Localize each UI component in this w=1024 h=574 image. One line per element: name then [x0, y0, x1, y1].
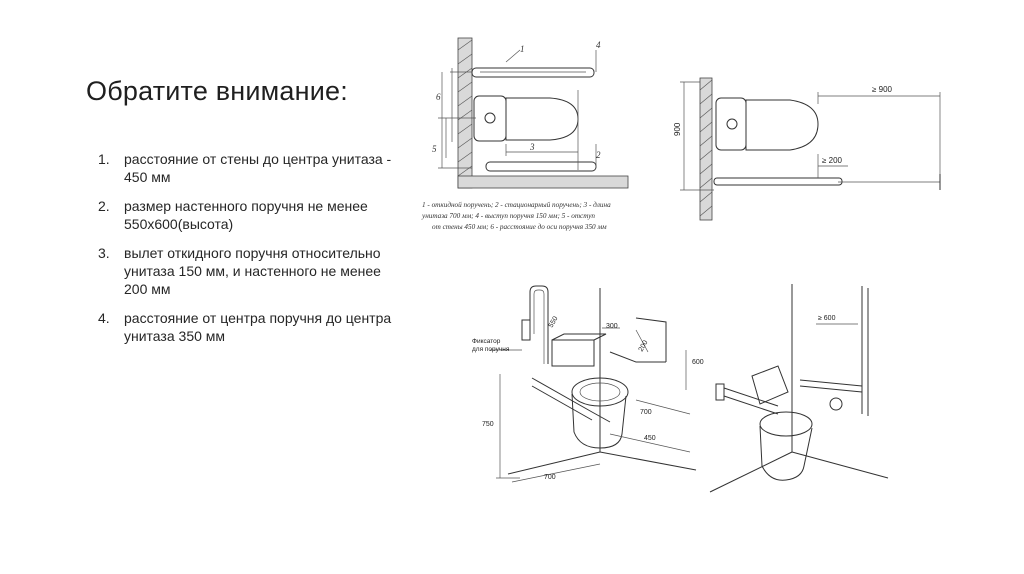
item-number: 1. — [98, 151, 110, 167]
list-item: 1. расстояние от стены до центра унитаза … — [98, 150, 398, 186]
toilet-bowl — [745, 99, 819, 151]
isometric-diagram-right: ≥ 600 — [709, 284, 889, 493]
dim-200: 200 — [638, 339, 650, 353]
label-1: 1 — [520, 44, 525, 54]
item-number: 2. — [98, 198, 110, 214]
label-6: 6 — [436, 92, 441, 102]
label-3: 3 — [529, 142, 535, 152]
item-text: вылет откидного поручня относительно уни… — [124, 245, 381, 297]
plan-diagram: 1 2 3 4 5 6 1 - откидной поручень; 2 - с… — [421, 37, 629, 231]
dim-300: 300 — [606, 323, 618, 330]
paper-holder — [829, 397, 843, 411]
list-item: 3. вылет откидного поручня относительно у… — [98, 244, 398, 298]
isometric-diagram-left: Фиксатор для поручня 550 300 200 600 700… — [472, 285, 704, 483]
requirements-list: 1. расстояние от стены до центра унитаза … — [98, 150, 398, 356]
item-text: расстояние от центра поручня до центра у… — [124, 310, 392, 344]
label-5: 5 — [432, 144, 437, 154]
toilet-tank — [715, 97, 747, 151]
label-2: 2 — [596, 150, 601, 160]
stationary-rail — [485, 161, 597, 172]
wall-hatch — [699, 79, 713, 217]
item-number: 4. — [98, 310, 110, 326]
item-text: размер настенного поручня не менее 550х6… — [124, 198, 368, 232]
toilet-seat — [571, 377, 629, 407]
fold-rail — [531, 377, 611, 423]
wall-rail — [635, 317, 667, 362]
fold-down-rail — [471, 67, 595, 78]
item-text: расстояние от стены до центра унитаза - … — [124, 151, 392, 185]
fixer-label-2: для поручня — [472, 346, 510, 353]
dim-750: 750 — [482, 421, 494, 428]
dim-550: 550 — [548, 315, 560, 329]
label-4: 4 — [596, 40, 601, 50]
dim-700-bottom: 700 — [544, 474, 556, 481]
dim-200: ≥ 200 — [822, 156, 843, 165]
slide-title: Обратите внимание: — [86, 76, 348, 106]
item-number: 3. — [98, 245, 110, 261]
side-view-diagram: 900 ≥ 900 ≥ 200 — [673, 77, 941, 221]
toilet-tank — [751, 365, 789, 405]
dim-700-side: 700 — [640, 409, 652, 416]
dim-600: 600 — [692, 359, 704, 366]
list-item: 2. размер настенного поручня не менее 550… — [98, 197, 398, 233]
list-item: 4. расстояние от центра поручня до центра… — [98, 309, 398, 345]
caption-line-1: 1 - откидной поручень; 2 - стационарный … — [422, 201, 611, 209]
caption-line-2: унитаза 700 мм; 4 - выступ поручня 150 м… — [421, 212, 595, 220]
toilet-seat — [759, 411, 813, 437]
dim-900-vertical: 900 — [673, 122, 682, 136]
dim-600: ≥ 600 — [818, 315, 836, 322]
fixer-label-1: Фиксатор — [472, 338, 501, 345]
dim-450: 450 — [644, 435, 656, 442]
toilet-tank — [473, 95, 507, 142]
dim-900-top: ≥ 900 — [872, 85, 893, 94]
grab-rail — [713, 177, 843, 186]
caption-line-3: от стены 450 мм; 6 - расстояние до оси п… — [432, 223, 607, 231]
toilet-tank — [551, 339, 595, 367]
toilet-bowl — [505, 97, 579, 141]
